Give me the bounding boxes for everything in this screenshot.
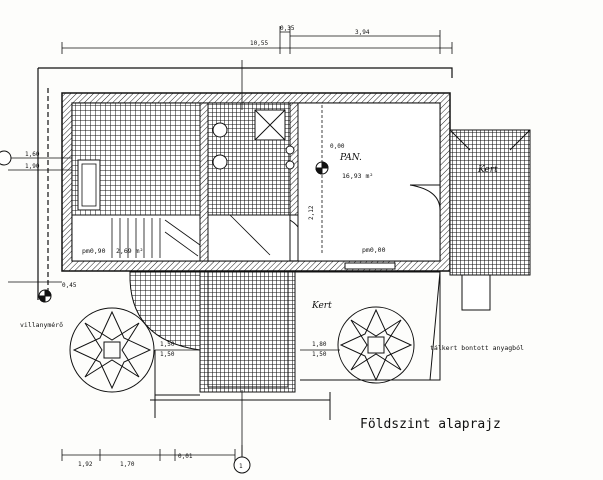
room-level-label: pm0,00 bbox=[362, 246, 386, 254]
dim-left-upper-a: 1,60 bbox=[25, 151, 40, 158]
interior-wall-1 bbox=[199, 102, 209, 262]
level-top: 0,00 bbox=[330, 143, 345, 150]
side-garden-label: Kert bbox=[477, 165, 498, 175]
section-marker bbox=[0, 150, 251, 474]
room-name-label: PAN. bbox=[339, 153, 362, 163]
garden-note-label: tálkert bontott anyagból bbox=[430, 344, 524, 352]
hall bbox=[71, 214, 203, 262]
site-boundary bbox=[37, 67, 453, 300]
dim-bottom-c: 0,01 bbox=[178, 453, 193, 460]
side-terrace bbox=[449, 129, 531, 276]
dim-bottom-b: 1,70 bbox=[120, 461, 135, 468]
room-living bbox=[297, 102, 441, 262]
meter-label: villanymérő bbox=[20, 320, 63, 329]
section-number: 1 bbox=[239, 463, 243, 470]
interior-wall-2 bbox=[289, 102, 299, 216]
garden-label: Kert bbox=[311, 301, 332, 311]
plan-title: Földszint alaprajz bbox=[360, 417, 501, 432]
dim-bottom-a: 1,92 bbox=[78, 461, 93, 468]
dim-top-right: 3,94 bbox=[355, 29, 370, 36]
level-markers bbox=[38, 161, 329, 303]
dimension-lines bbox=[8, 26, 453, 461]
stair bbox=[111, 218, 201, 258]
dim-top-small: 0,35 bbox=[280, 25, 295, 32]
compass-rose-left bbox=[69, 307, 155, 393]
dim-left-upper-b: 1,90 bbox=[25, 163, 40, 170]
hall-area-label: 2,69 m² bbox=[116, 247, 143, 255]
dim-left-lower: 0,45 bbox=[62, 282, 77, 289]
dim-mid-d: 1,50 bbox=[312, 351, 327, 358]
compass-rose-right bbox=[337, 306, 415, 384]
hall-level-label: pm0,90 bbox=[82, 247, 106, 255]
room-area-label: 16,93 m² bbox=[342, 172, 373, 180]
dim-mid-a: 1,50 bbox=[160, 341, 175, 348]
dim-mid-c: 1,80 bbox=[312, 341, 327, 348]
lower-terrace bbox=[129, 271, 441, 420]
dim-top-total: 10,55 bbox=[250, 40, 268, 47]
dim-room-height: 2,12 bbox=[308, 205, 315, 220]
dim-mid-b: 1,50 bbox=[160, 351, 175, 358]
